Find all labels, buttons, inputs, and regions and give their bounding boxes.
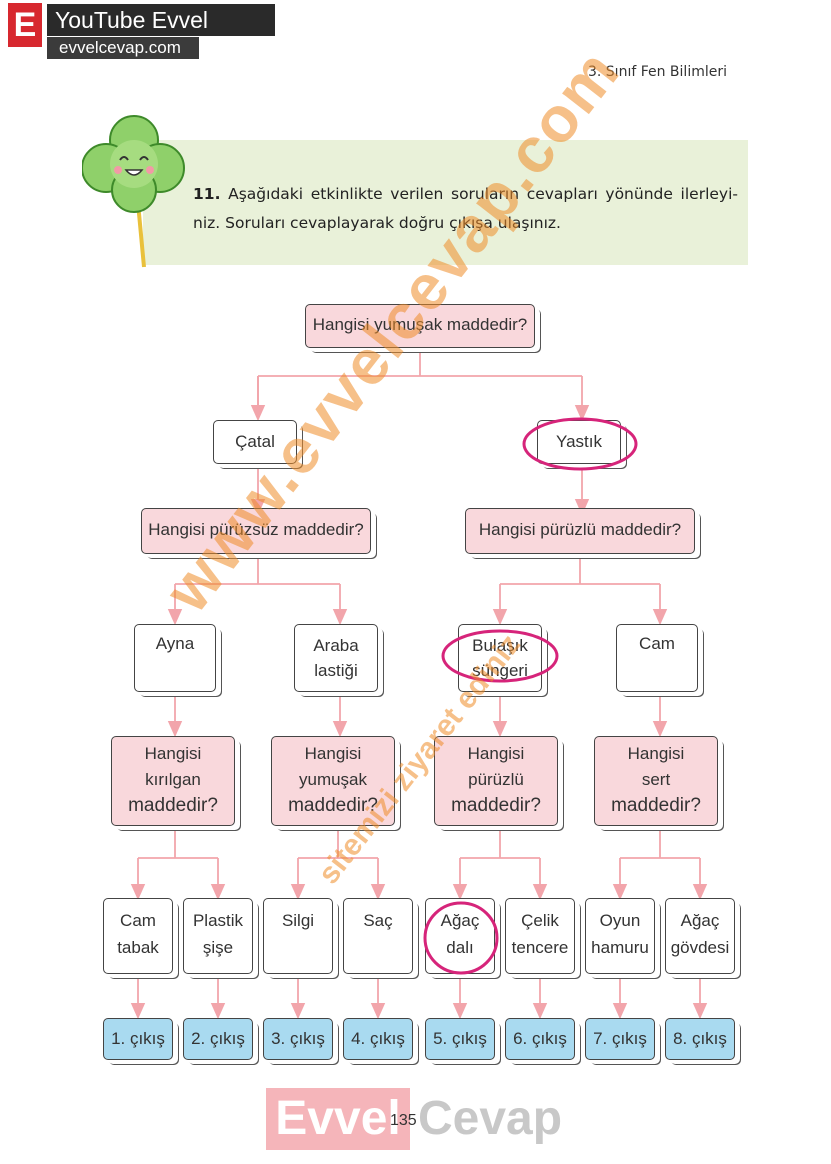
question-number: 11. [193,185,221,203]
book-title: 3. Sınıf Fen Bilimleri [587,64,727,80]
answer-araba-lastigi-line1: Araba [313,636,359,655]
answer-agac-govdesi-line1: Ağaç [680,911,720,930]
answer-sac-label: Saç [363,911,393,930]
circle-mark-agac-dali [423,901,499,975]
answer-oyun-hamuru-line2: hamuru [591,938,649,957]
exit-3[interactable]: 3. çıkış [263,1018,333,1060]
brand-logo-letter: E [8,3,42,47]
question-fragile-line3: maddedir? [128,795,218,816]
question-smooth-label: Hangisi pürüzsüz maddedir? [148,520,364,539]
circle-mark-yastik [522,417,638,471]
question-soft-line1: Hangisi [304,744,362,763]
page-number: 135 [390,1112,417,1129]
question-rough-2-line3: maddedir? [451,795,541,816]
question-rough-2: Hangisi pürüzlü maddedir? [434,736,558,826]
answer-agac-dali-line2: dalı [446,938,474,957]
exit-2[interactable]: 2. çıkış [183,1018,253,1060]
question-text: 11. Aşağıdaki etkinlikte verilen sorular… [193,180,738,238]
answer-araba-lastigi-line2: lastiği [314,661,358,680]
answer-araba-lastigi[interactable]: Araba lastiği [294,624,378,692]
answer-agac-govdesi-line2: gövdesi [670,938,730,957]
question-soft: Hangisi yumuşak maddedir? [271,736,395,826]
exit-6-label: 6. çıkış [513,1029,567,1048]
question-soft-line3: maddedir? [288,795,378,816]
exit-1-label: 1. çıkış [111,1029,165,1048]
exit-5[interactable]: 5. çıkış [425,1018,495,1060]
question-instruction: Aşağıdaki etkinlikte verilen soruların c… [193,185,738,232]
exit-6[interactable]: 6. çıkış [505,1018,575,1060]
question-hard-line1: Hangisi [627,744,685,763]
answer-sac[interactable]: Saç [343,898,413,974]
answer-silgi-label: Silgi [281,911,315,930]
question-hard: Hangisi sert maddedir? [594,736,718,826]
root-question: Hangisi yumuşak maddedir? [305,304,535,348]
answer-ayna-label: Ayna [155,634,195,653]
answer-oyun-hamuru-line1: Oyun [599,911,641,930]
answer-plastik-sise-line1: Plastik [192,911,244,930]
watermark-logo-evvel: Evvel [266,1088,410,1150]
exit-4-label: 4. çıkış [351,1029,405,1048]
brand-url[interactable]: evvelcevap.com [47,37,199,59]
answer-bulasik-sungeri-line2: süngeri [472,661,528,680]
exit-8[interactable]: 8. çıkış [665,1018,735,1060]
answer-cam-tabak-line1: Cam [120,911,156,930]
question-rough-2-line2: pürüzlü [468,770,524,789]
question-fragile-line1: Hangisi [144,744,202,763]
exit-7[interactable]: 7. çıkış [585,1018,655,1060]
question-hard-line3: maddedir? [611,795,701,816]
question-rough-label: Hangisi pürüzlü maddedir? [478,520,682,539]
exit-1[interactable]: 1. çıkış [103,1018,173,1060]
answer-oyun-hamuru[interactable]: Oyun hamuru [585,898,655,974]
question-rough-2-line1: Hangisi [467,744,525,763]
clover-mascot-icon [82,115,185,268]
answer-celik-tencere[interactable]: Çelik tencere [505,898,575,974]
exit-5-label: 5. çıkış [433,1029,487,1048]
answer-catal[interactable]: Çatal [213,420,297,464]
question-hard-line2: sert [641,770,671,789]
circle-mark-bulasik-sungeri [441,629,559,683]
question-fragile: Hangisi kırılgan maddedir? [111,736,235,826]
answer-bulasik-sungeri-line1: Bulaşık [472,636,528,655]
answer-plastik-sise-line2: şişe [202,938,234,957]
root-question-label: Hangisi yumuşak maddedir? [312,315,528,334]
answer-yastik-label: Yastık [556,432,602,451]
exit-4[interactable]: 4. çıkış [343,1018,413,1060]
answer-cam-tabak-line2: tabak [117,938,159,957]
question-box [143,140,748,265]
answer-catal-label: Çatal [235,432,275,451]
answer-agac-dali-line1: Ağaç [440,911,480,930]
answer-cam-tabak[interactable]: Cam tabak [103,898,173,974]
answer-plastik-sise[interactable]: Plastik şişe [183,898,253,974]
question-smooth: Hangisi pürüzsüz maddedir? [141,508,371,554]
answer-celik-tencere-line2: tencere [511,938,569,957]
answer-agac-govdesi[interactable]: Ağaç gövdesi [665,898,735,974]
answer-celik-tencere-line1: Çelik [521,911,559,930]
answer-ayna[interactable]: Ayna [134,624,216,692]
answer-cam[interactable]: Cam [616,624,698,692]
question-rough: Hangisi pürüzlü maddedir? [465,508,695,554]
question-soft-line2: yumuşak [298,770,368,789]
exit-2-label: 2. çıkış [191,1029,245,1048]
answer-cam-label: Cam [639,634,675,653]
answer-silgi[interactable]: Silgi [263,898,333,974]
watermark-logo-cevap: Cevap [418,1092,563,1145]
exit-8-label: 8. çıkış [673,1029,727,1048]
exit-3-label: 3. çıkış [271,1029,325,1048]
exit-7-label: 7. çıkış [593,1029,647,1048]
question-fragile-line2: kırılgan [145,770,201,789]
